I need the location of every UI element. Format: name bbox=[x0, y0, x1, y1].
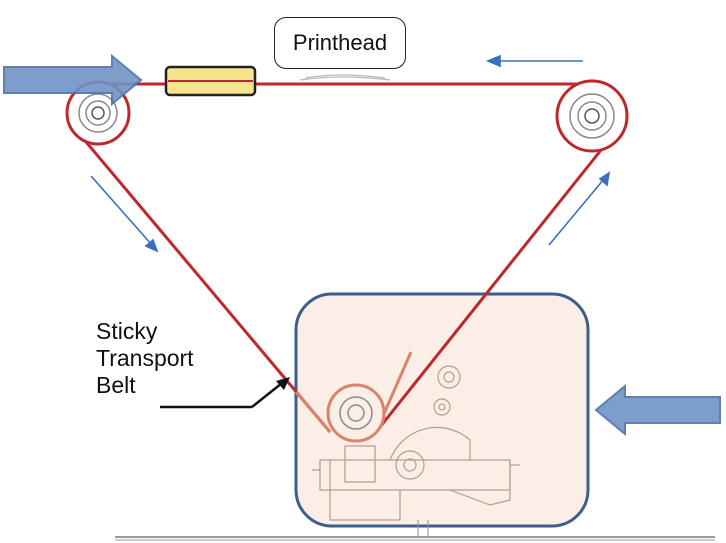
printhead-nozzles bbox=[299, 74, 391, 81]
arrow-left-icon bbox=[594, 383, 721, 437]
belt-label-pointer bbox=[160, 377, 290, 409]
direction-arrow-icon bbox=[548, 171, 611, 246]
direction-arrow-icon bbox=[485, 54, 583, 68]
drive-roller bbox=[326, 383, 386, 443]
printhead-label: Printhead bbox=[292, 30, 388, 55]
drive-mechanism bbox=[312, 365, 520, 537]
base-line bbox=[115, 536, 715, 541]
direction-arrow-icon bbox=[90, 175, 159, 253]
belt-label-line-3: Belt bbox=[96, 372, 136, 398]
arrow-right-icon bbox=[3, 53, 143, 107]
printhead-label-box: Printhead bbox=[274, 17, 406, 69]
belt-label: Sticky Transport Belt bbox=[96, 318, 194, 399]
belt-label-line-2: Transport bbox=[96, 345, 194, 371]
belt-label-line-1: Sticky bbox=[96, 318, 158, 344]
right-roller bbox=[555, 79, 629, 153]
